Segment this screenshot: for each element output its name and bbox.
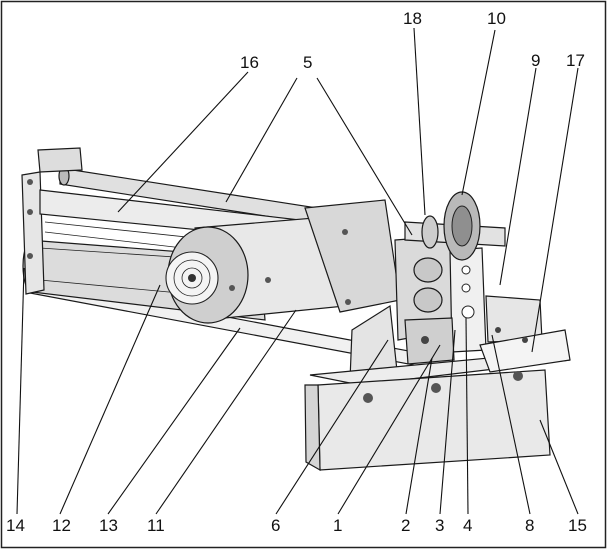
leader-lines — [16, 27, 579, 515]
label-3: 3 — [435, 516, 444, 535]
label-13: 13 — [99, 516, 118, 535]
label-16: 16 — [240, 53, 259, 72]
machine-illustration — [21, 147, 571, 472]
label-18: 18 — [403, 9, 422, 28]
label-2: 2 — [401, 516, 410, 535]
label-17: 17 — [566, 51, 585, 70]
label-5: 5 — [303, 53, 312, 72]
label-6: 6 — [271, 516, 280, 535]
label-1: 1 — [333, 516, 342, 535]
bolt-icon — [27, 209, 33, 215]
top-bracket — [37, 147, 83, 173]
vertical-plate — [449, 247, 487, 353]
label-15: 15 — [568, 516, 587, 535]
label-12: 12 — [52, 516, 71, 535]
bolt-icon — [513, 371, 523, 381]
bolt-icon — [27, 179, 33, 185]
bolt-icon — [431, 383, 441, 393]
label-4: 4 — [463, 516, 472, 535]
label-9: 9 — [531, 51, 540, 70]
reference-labels: 18 10 16 5 9 17 14 12 13 11 6 1 2 3 4 8 … — [6, 9, 587, 535]
bolt-icon — [363, 393, 373, 403]
label-11: 11 — [147, 516, 165, 535]
side-plate — [479, 329, 571, 373]
small-bracket — [404, 317, 455, 365]
label-8: 8 — [525, 516, 534, 535]
label-14: 14 — [6, 516, 25, 535]
label-10: 10 — [487, 9, 506, 28]
left-side-plate — [21, 171, 45, 295]
bolt-icon — [27, 253, 33, 259]
